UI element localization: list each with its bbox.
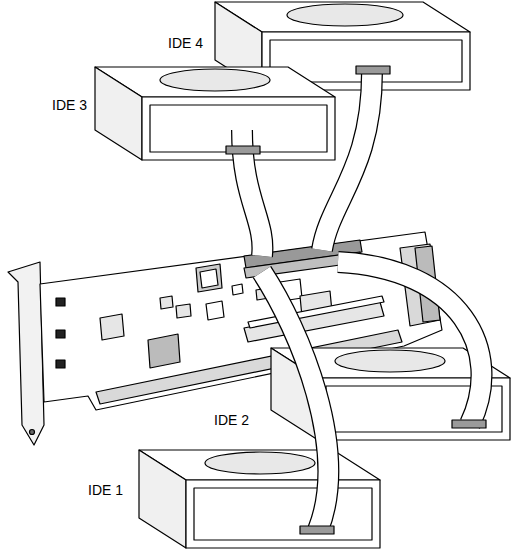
drive-label: IDE 3 — [52, 98, 87, 113]
ribbon-cable — [242, 72, 482, 530]
disk-drive — [95, 67, 335, 160]
drive-label: IDE 2 — [214, 413, 249, 428]
drive-label: IDE 1 — [88, 483, 123, 498]
disk-drive — [139, 450, 380, 548]
drive-label: IDE 4 — [168, 36, 203, 51]
cable-plug — [226, 66, 486, 534]
